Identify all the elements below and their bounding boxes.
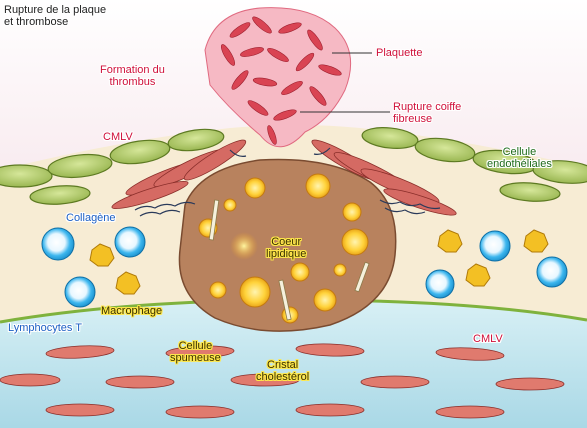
label-cristal-cholesterol: Cristal cholestérol bbox=[256, 359, 309, 383]
label-rupture-line-1: Rupture coiffe bbox=[393, 101, 462, 113]
label-coeur-line-1: Coeur bbox=[271, 236, 302, 248]
label-coeur-line-2: lipidique bbox=[266, 248, 307, 260]
label-cristal-line-1: Cristal bbox=[267, 359, 299, 371]
label-cellule-spumeuse: Cellule spumeuse bbox=[170, 340, 221, 364]
cholesterol-crystals bbox=[208, 199, 370, 321]
label-collagene: Collagène bbox=[66, 212, 116, 224]
label-cristal-line-2: cholestérol bbox=[256, 371, 310, 383]
label-plaquette: Plaquette bbox=[376, 47, 423, 59]
label-rupture-line-2: fibreuse bbox=[393, 113, 433, 125]
label-cmlv-top: CMLV bbox=[103, 131, 133, 143]
label-macrophage: Macrophage bbox=[101, 305, 163, 317]
label-formation-thrombus: Formation du thrombus bbox=[100, 64, 165, 88]
lipid-core-glow bbox=[230, 232, 258, 260]
collagen-fibres bbox=[134, 147, 441, 217]
label-spumeuse-line-2: spumeuse bbox=[170, 352, 221, 364]
figure-title: Rupture de la plaque et thrombose bbox=[4, 4, 106, 28]
media-layer bbox=[0, 300, 587, 428]
title-line-1: Rupture de la plaque bbox=[4, 4, 107, 16]
leader-lines bbox=[300, 52, 390, 113]
label-rupture-coiffe: Rupture coiffe fibreuse bbox=[393, 101, 461, 125]
label-lymphocytes: Lymphocytes T bbox=[8, 322, 82, 334]
label-endothelial: Cellule endothéliales bbox=[487, 146, 552, 170]
macrophages bbox=[89, 229, 549, 295]
media-smooth-muscle-cells bbox=[0, 343, 565, 419]
label-endo-line-1: Cellule bbox=[502, 146, 537, 158]
label-cmlv-bottom: CMLV bbox=[473, 333, 503, 345]
label-formation-line-1: Formation du bbox=[100, 64, 165, 76]
label-spumeuse-line-1: Cellule bbox=[178, 340, 213, 352]
foam-cells bbox=[198, 173, 369, 324]
label-endo-line-2: endothéliales bbox=[487, 158, 552, 170]
label-formation-line-2: thrombus bbox=[109, 76, 156, 88]
label-coeur-lipidique: Coeur lipidique bbox=[266, 236, 306, 260]
title-line-2: et thrombose bbox=[4, 16, 69, 28]
lymphocytes bbox=[41, 226, 568, 308]
endothelial-cells bbox=[0, 127, 587, 205]
